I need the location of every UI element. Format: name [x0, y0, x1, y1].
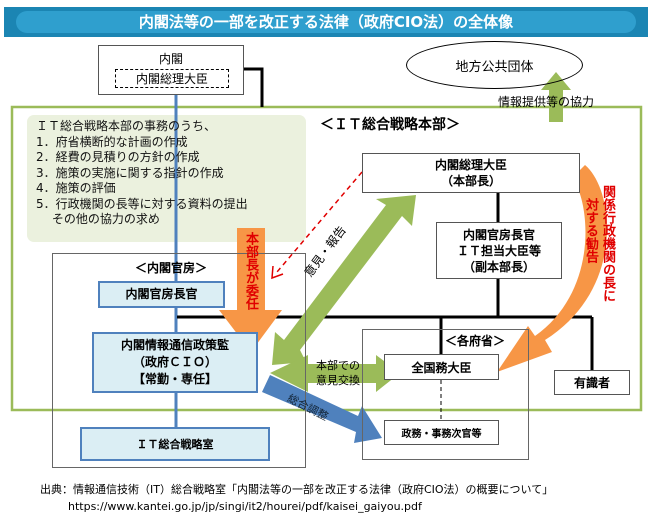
- note-line: 4．施策の評価: [36, 181, 116, 195]
- recommendation-label-1: 関係行政機関の長に: [600, 185, 615, 302]
- cabinet-box: 内閣: [98, 45, 244, 95]
- it-strategy-office-label: ＩＴ総合戦略室: [136, 437, 214, 451]
- chief-secretary-label: 内閣官房長官: [125, 287, 198, 301]
- cio-line: 【常勤・専任】: [132, 372, 217, 386]
- exchange-label: 本部での 意見交換: [316, 358, 360, 388]
- it-hq-header: ＜ＩＴ総合戦略本部＞: [320, 117, 460, 133]
- ministers-box: 全国務大臣: [384, 354, 499, 380]
- hq-chief-title: 内閣総理大臣: [434, 158, 507, 172]
- note-line: ＩＴ総合戦略本部の事務のうち、: [36, 119, 217, 133]
- delegation-label: 本部長が委任: [243, 232, 258, 310]
- notes-bg: [27, 115, 306, 242]
- cio-line: （政府ＣＩＯ）: [132, 355, 217, 369]
- exchange-line: 本部での: [316, 359, 360, 372]
- cooperation-arrow: [541, 72, 571, 122]
- page-title: 内閣法等の一部を改正する法律（政府CIO法）の全体像: [16, 11, 636, 33]
- prime-minister-label: 内閣総理大臣: [135, 72, 208, 86]
- recommendation-arrow: [497, 165, 608, 372]
- ministers-label: 全国務大臣: [411, 360, 472, 375]
- cio-line: 内閣情報通信政策監: [120, 338, 229, 352]
- vice-ministers-label: 政務・事務次官等: [401, 429, 482, 440]
- hq-chief-role: （本部長）: [440, 174, 501, 188]
- chief-secretary-box: 内閣官房長官: [98, 281, 225, 308]
- hq-deputy-box: 内閣官房長官 ＩＴ担当大臣等 （副本部長）: [436, 222, 562, 279]
- source-url[interactable]: https://www.kantei.go.jp/jp/singi/it2/ho…: [68, 500, 422, 513]
- cabinet-secretariat-box: [52, 253, 306, 468]
- cabinet-secretariat-header: ＜内閣官房＞: [135, 261, 208, 275]
- delegation-arrow: [219, 228, 282, 352]
- exchange-arrow: [270, 355, 400, 392]
- hq-duties-notes: ＩＴ総合戦略本部の事務のうち、 1．府省横断的な計画の作成 2．経費の見積りの方…: [36, 119, 248, 228]
- exchange-line: 意見交換: [316, 374, 360, 387]
- note-line: 3．施策の実施に関する指針の作成: [36, 165, 224, 180]
- note-line: その他の協力の求め: [36, 212, 160, 226]
- experts-box: 有識者: [554, 370, 630, 395]
- it-strategy-office-box: ＩＴ総合戦略室: [80, 427, 270, 461]
- deputy-line: （副本部長）: [462, 259, 535, 274]
- prime-minister-dashed-box: 内閣総理大臣: [115, 69, 229, 88]
- ministries-header: ＜各府省＞: [445, 332, 506, 349]
- recommendation-label-2: 対する勧告: [583, 198, 598, 263]
- cio-box: 内閣情報通信政策監 （政府ＣＩＯ） 【常勤・専任】: [92, 332, 258, 393]
- source-text: 出典：情報通信技術（IT）総合戦略室「内閣法等の一部を改正する法律（政府CIO法…: [40, 483, 554, 496]
- delegation-dashed-arrow: [276, 171, 363, 273]
- note-line: 2．経費の見積りの方針の作成: [36, 150, 200, 164]
- deputy-line: 内閣官房長官: [462, 227, 535, 242]
- ministries-box: [362, 329, 529, 460]
- cabinet-hq-line: [244, 67, 264, 107]
- hq-chief-box: 内閣総理大臣 （本部長）: [362, 153, 580, 193]
- local-government-label: 地方公共団体: [455, 59, 534, 75]
- vice-ministers-box: 政務・事務次官等: [384, 420, 499, 445]
- note-line: 5．行政機関の長等に対する資料の提出: [36, 196, 248, 211]
- local-government-ellipse: 地方公共団体: [406, 41, 583, 89]
- experts-label: 有識者: [573, 376, 610, 390]
- deputy-line: ＩＴ担当大臣等: [456, 243, 541, 258]
- opinion-report-arrow: [272, 195, 416, 365]
- coordination-arrow: [262, 375, 382, 443]
- cabinet-label: 内閣: [158, 52, 183, 66]
- note-line: 1．府省横断的な計画の作成: [36, 134, 188, 149]
- cooperation-label: 情報提供等の協力: [498, 95, 595, 109]
